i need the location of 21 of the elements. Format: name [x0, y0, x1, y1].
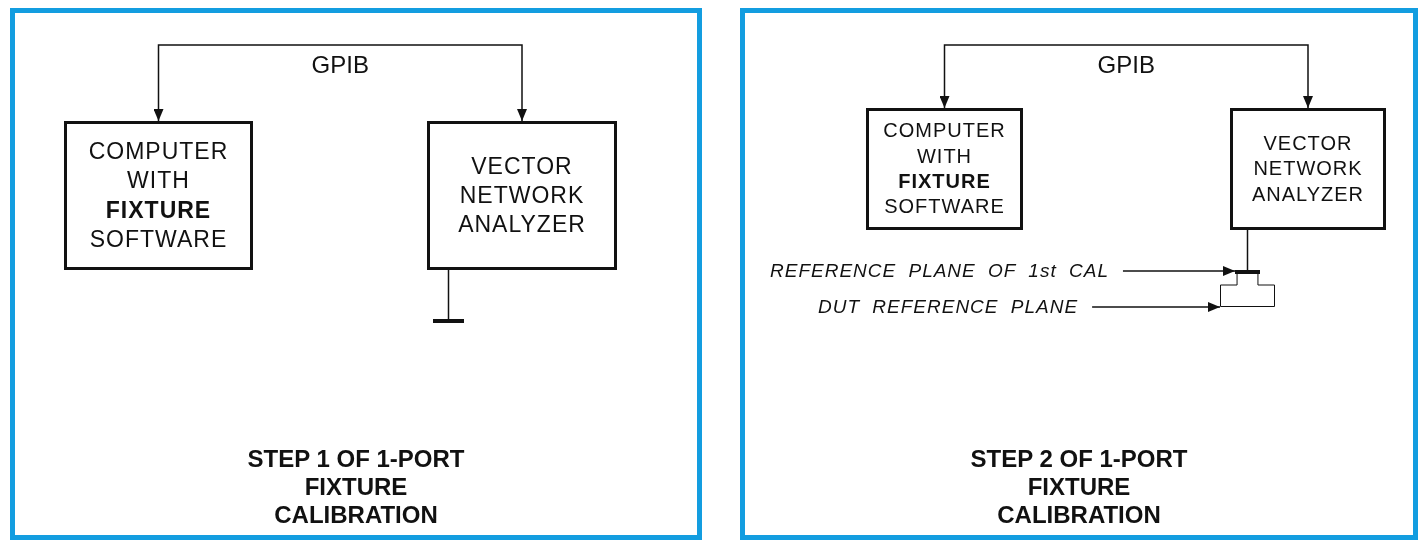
arrow — [1122, 266, 1236, 276]
instrument-box: COMPUTER WITH FIXTURE SOFTWARE — [64, 121, 253, 270]
fixture-block — [1220, 274, 1275, 307]
arrow — [153, 44, 527, 122]
edge-label: GPIB — [311, 51, 369, 79]
reference-plane-bar — [433, 319, 464, 323]
callout-text: REFERENCE PLANE OF 1st CAL — [770, 260, 1109, 282]
panel-title: STEP 1 OF 1-PORT FIXTURE CALIBRATION — [246, 445, 466, 529]
instrument-box: COMPUTER WITH FIXTURE SOFTWARE — [866, 108, 1023, 230]
edge-label: GPIB — [1097, 51, 1155, 79]
panel-title: STEP 2 OF 1-PORT FIXTURE CALIBRATION — [969, 445, 1189, 529]
panel-frame — [10, 8, 702, 540]
callout-text: DUT REFERENCE PLANE — [818, 296, 1079, 318]
reference-plane-bar — [1235, 270, 1260, 274]
arrow — [1091, 302, 1221, 312]
arrow — [939, 44, 1313, 109]
instrument-box: VECTOR NETWORK ANALYZER — [427, 121, 617, 270]
connector-line — [1246, 229, 1249, 271]
panel-frame — [740, 8, 1418, 540]
connector-line — [447, 269, 450, 320]
instrument-box: VECTOR NETWORK ANALYZER — [1230, 108, 1386, 230]
